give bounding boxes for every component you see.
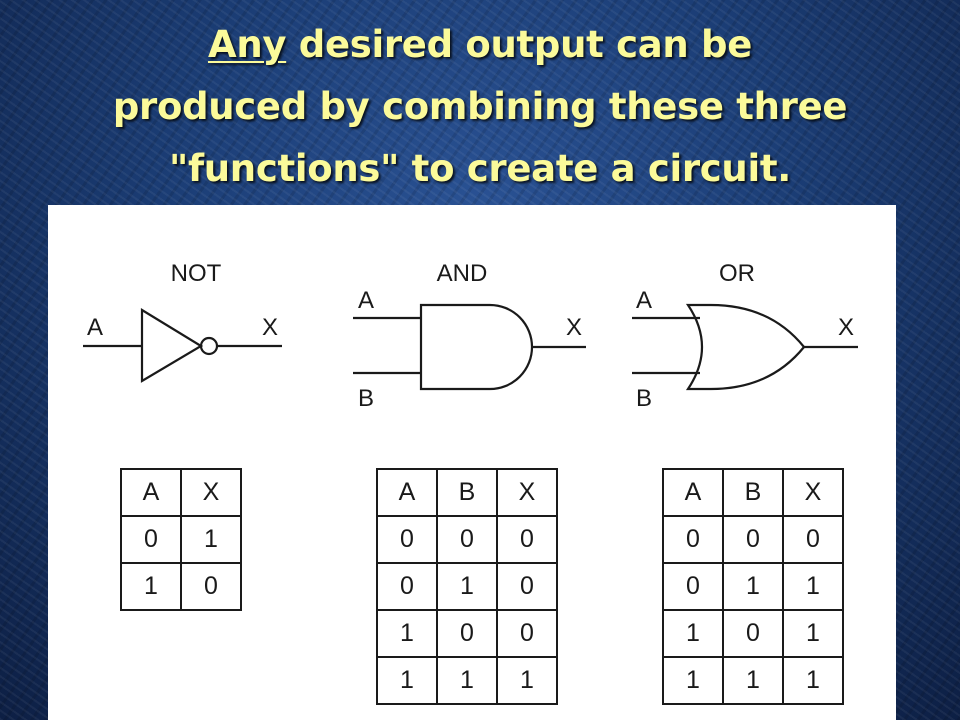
and-gate-output-x-label: X xyxy=(566,314,582,341)
table-header-row: A X xyxy=(120,468,242,517)
title-line-3: "functions" to create a circuit. xyxy=(168,147,791,190)
header-cell: A xyxy=(376,468,438,517)
table-cell: 1 xyxy=(722,656,784,705)
and-gate-body xyxy=(419,303,534,391)
or-truth-table: A B X 0 0 0 0 1 1 1 0 1 1 1 1 xyxy=(662,468,844,705)
title-line-1: Any desired output can be xyxy=(20,14,940,76)
table-cell: 1 xyxy=(120,562,182,611)
table-row: 0 0 0 xyxy=(662,515,844,564)
logic-gates-figure: NOT A X AND A B X OR A B X xyxy=(48,205,896,720)
table-cell: 0 xyxy=(376,562,438,611)
table-cell: 1 xyxy=(436,562,498,611)
table-cell: 0 xyxy=(376,515,438,564)
table-cell: 1 xyxy=(376,656,438,705)
or-gate-output-x-label: X xyxy=(838,314,854,341)
table-cell: 0 xyxy=(496,609,558,658)
header-cell: B xyxy=(722,468,784,517)
not-truth-table: A X 0 1 1 0 xyxy=(120,468,242,611)
table-row: 1 0 1 xyxy=(662,609,844,658)
header-cell: X xyxy=(782,468,844,517)
and-gate-input-a-label: A xyxy=(358,287,374,314)
slide-title: Any desired output can be produced by co… xyxy=(20,14,940,200)
gate-symbols-diagram: NOT A X AND A B X OR A B X xyxy=(83,260,858,412)
or-gate: OR A B X xyxy=(632,260,858,412)
table-cell: 1 xyxy=(376,609,438,658)
header-cell: A xyxy=(662,468,724,517)
table-row: 0 1 1 xyxy=(662,562,844,611)
table-row: 0 1 xyxy=(120,515,242,564)
table-cell: 0 xyxy=(722,515,784,564)
table-cell: 0 xyxy=(662,515,724,564)
table-cell: 1 xyxy=(496,656,558,705)
table-cell: 0 xyxy=(180,562,242,611)
table-cell: 1 xyxy=(782,656,844,705)
table-cell: 1 xyxy=(180,515,242,564)
table-cell: 1 xyxy=(722,562,784,611)
table-row: 1 0 0 xyxy=(376,609,558,658)
table-cell: 1 xyxy=(662,656,724,705)
header-cell: A xyxy=(120,468,182,517)
title-line-1-rest: desired output can be xyxy=(286,23,753,66)
table-cell: 0 xyxy=(436,609,498,658)
table-row: 1 1 1 xyxy=(376,656,558,705)
table-cell: 0 xyxy=(782,515,844,564)
table-cell: 0 xyxy=(436,515,498,564)
or-gate-body xyxy=(685,303,806,391)
not-gate-triangle xyxy=(140,308,204,383)
header-cell: B xyxy=(436,468,498,517)
table-cell: 1 xyxy=(782,609,844,658)
not-gate-label: NOT xyxy=(171,260,222,287)
table-cell: 0 xyxy=(496,515,558,564)
table-row: 1 0 xyxy=(120,562,242,611)
and-gate-label: AND xyxy=(437,260,488,287)
table-row: 0 1 0 xyxy=(376,562,558,611)
header-cell: X xyxy=(180,468,242,517)
and-gate-input-b-label: B xyxy=(358,385,374,412)
table-cell: 0 xyxy=(722,609,784,658)
table-cell: 1 xyxy=(662,609,724,658)
table-cell: 0 xyxy=(496,562,558,611)
not-gate-input-a-label: A xyxy=(87,314,103,341)
table-row: 1 1 1 xyxy=(662,656,844,705)
not-gate-inversion-bubble xyxy=(199,336,219,356)
table-header-row: A B X xyxy=(662,468,844,517)
title-emphasis: Any xyxy=(207,23,287,66)
or-gate-input-a-label: A xyxy=(636,287,652,314)
table-row: 0 0 0 xyxy=(376,515,558,564)
table-cell: 0 xyxy=(662,562,724,611)
header-cell: X xyxy=(496,468,558,517)
not-gate: NOT A X xyxy=(83,260,282,383)
or-gate-label: OR xyxy=(719,260,755,287)
and-gate: AND A B X xyxy=(353,260,586,412)
table-header-row: A B X xyxy=(376,468,558,517)
table-cell: 0 xyxy=(120,515,182,564)
table-cell: 1 xyxy=(436,656,498,705)
not-gate-output-x-label: X xyxy=(262,314,278,341)
table-cell: 1 xyxy=(782,562,844,611)
title-line-2: produced by combining these three xyxy=(112,85,848,128)
and-truth-table: A B X 0 0 0 0 1 0 1 0 0 1 1 1 xyxy=(376,468,558,705)
or-gate-input-b-label: B xyxy=(636,385,652,412)
